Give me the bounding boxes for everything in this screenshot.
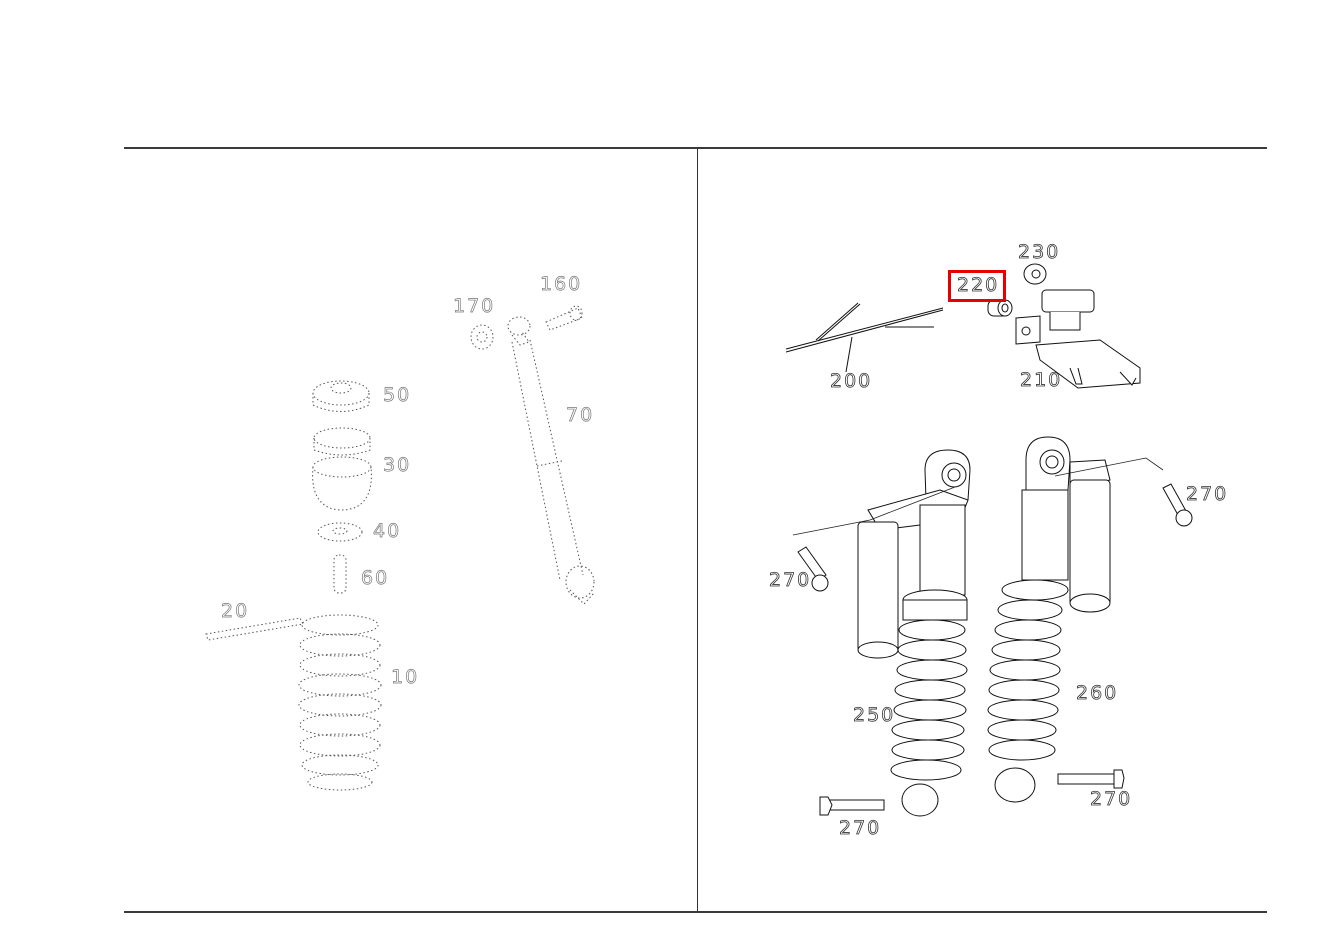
callout-270-upper-right[interactable]: 270 <box>1186 483 1229 505</box>
bottom-border-rule <box>124 911 1267 913</box>
callout-270-lower-right[interactable]: 270 <box>1090 788 1133 810</box>
part-160-bolt-icon <box>545 305 583 331</box>
part-50-top-mount-icon <box>312 380 370 412</box>
part-30-bump-stop-icon <box>312 427 372 511</box>
part-170-nut-icon <box>470 324 494 350</box>
callout-220-highlighted[interactable]: 220 <box>947 270 1007 302</box>
callout-40[interactable]: 40 <box>373 520 402 542</box>
callout-260[interactable]: 260 <box>1076 682 1119 704</box>
callout-70[interactable]: 70 <box>566 404 595 426</box>
part-210-bracket-icon <box>1015 289 1141 389</box>
left-panel <box>124 149 697 911</box>
callout-270-lower-left[interactable]: 270 <box>839 817 882 839</box>
part-270-bolt-icon-d <box>1057 769 1125 789</box>
callout-270-upper-left[interactable]: 270 <box>769 569 812 591</box>
part-250-shock-absorber-icon <box>857 449 971 817</box>
part-260-shock-absorber-icon <box>987 436 1111 803</box>
top-border-rule <box>124 147 1267 149</box>
callout-10[interactable]: 10 <box>391 666 420 688</box>
part-220-bushing-icon <box>987 299 1013 317</box>
part-270-bolt-icon-b <box>1162 483 1193 527</box>
callout-170[interactable]: 170 <box>453 295 496 317</box>
leader-lines <box>792 457 1164 536</box>
callout-20[interactable]: 20 <box>221 600 250 622</box>
part-270-bolt-icon-a <box>797 546 829 592</box>
callout-60[interactable]: 60 <box>361 567 390 589</box>
panel-divider <box>697 148 698 912</box>
part-200-cable-icon <box>785 302 944 373</box>
part-60-sleeve-icon <box>333 554 347 594</box>
callout-210[interactable]: 210 <box>1020 369 1063 391</box>
part-40-washer-icon <box>317 522 363 542</box>
callout-160[interactable]: 160 <box>540 273 583 295</box>
part-70-damper-icon <box>507 316 596 605</box>
callout-230[interactable]: 230 <box>1018 241 1061 263</box>
right-panel-parts <box>785 263 1193 817</box>
part-10-coil-spring-icon <box>298 614 382 791</box>
part-230-nut-icon <box>1023 263 1047 285</box>
part-270-bolt-icon-c <box>819 796 885 816</box>
callout-50[interactable]: 50 <box>383 384 412 406</box>
callout-250[interactable]: 250 <box>853 704 896 726</box>
left-panel-parts <box>205 305 596 791</box>
right-panel <box>698 149 1267 911</box>
callout-200[interactable]: 200 <box>830 370 873 392</box>
part-20-rod-icon <box>205 617 304 641</box>
callout-30[interactable]: 30 <box>383 454 412 476</box>
